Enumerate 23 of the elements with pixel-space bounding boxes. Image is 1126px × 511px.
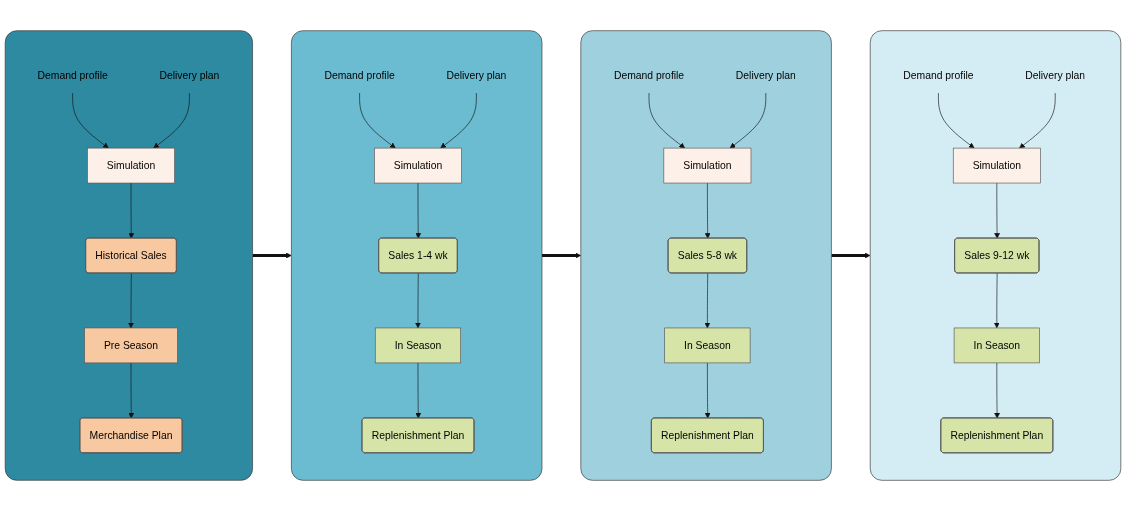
node-box: Simulation xyxy=(663,147,752,184)
node-text: Demand profile xyxy=(613,69,685,81)
node-text: Delivery plan xyxy=(1025,69,1086,81)
cluster xyxy=(869,30,1122,481)
node-text: Delivery plan xyxy=(735,69,796,81)
node-text: Demand profile xyxy=(37,69,108,81)
node-text: Delivery plan xyxy=(446,69,507,81)
node-box: Simulation xyxy=(374,147,462,184)
node-box: Simulation xyxy=(87,147,175,184)
cluster xyxy=(291,30,543,481)
cluster xyxy=(4,30,253,481)
arrow xyxy=(831,252,871,259)
arrow xyxy=(542,252,582,259)
arrow xyxy=(252,252,292,259)
node-text: Demand profile xyxy=(324,69,395,81)
cluster xyxy=(580,30,832,481)
node-box: Simulation xyxy=(952,147,1041,184)
node-box: In Season xyxy=(664,327,751,364)
node-text: Delivery plan xyxy=(159,69,220,81)
node-box: In Season xyxy=(953,327,1040,364)
node-box: In Season xyxy=(374,327,462,364)
node-text: Demand profile xyxy=(903,69,974,81)
node-box: Pre Season xyxy=(84,327,178,364)
